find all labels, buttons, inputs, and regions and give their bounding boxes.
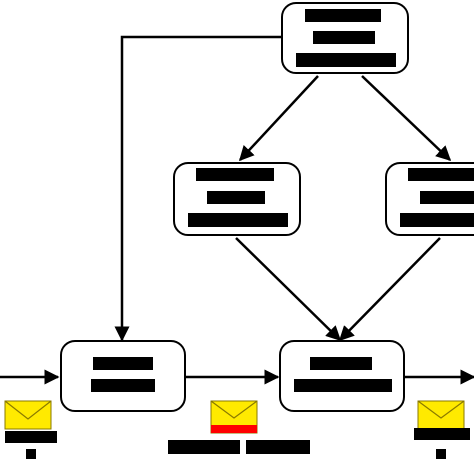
mid-right-node-label-redaction-3: [400, 213, 474, 227]
message-left-label-redaction: [5, 431, 57, 443]
top-node-label-redaction-2: [313, 31, 375, 44]
bottom-left-node-label-redaction-2: [91, 379, 155, 392]
message-right: [414, 400, 470, 459]
message-right-label-redaction-2: [436, 449, 446, 459]
edge-mid-left-to-bottom-right: [235, 237, 342, 342]
top-node: [281, 2, 409, 74]
envelope-icon: [4, 400, 52, 430]
envelope-icon: [417, 400, 465, 430]
bottom-right-node-label-redaction-2: [294, 379, 392, 392]
alert-band: [211, 425, 257, 433]
mid-left-node-label-redaction-3: [188, 213, 288, 227]
mid-left-node: [173, 162, 301, 236]
message-middle-label-redaction: [168, 440, 240, 454]
message-left-label-redaction-2: [26, 449, 36, 459]
top-node-label-redaction: [305, 9, 381, 22]
mid-left-node-label-redaction: [196, 168, 274, 181]
bottom-right-node: [279, 340, 405, 412]
edge-top-to-mid-left: [238, 75, 319, 162]
mid-right-node-label-redaction: [408, 168, 474, 181]
bottom-left-node: [60, 340, 186, 412]
message-left: [4, 400, 57, 459]
mid-right-node-label-redaction-2: [420, 191, 474, 204]
edge-mid-right-to-bottom-right: [338, 237, 441, 342]
mid-right-node: [385, 162, 474, 236]
bottom-left-node-label-redaction: [93, 357, 153, 370]
edge-top-to-mid-right: [361, 75, 452, 162]
top-node-label-redaction-3: [296, 53, 396, 67]
connectors: [0, 35, 474, 385]
message-right-label-redaction: [414, 428, 470, 440]
mid-left-node-label-redaction-2: [207, 191, 265, 204]
envelope-icon: [210, 400, 258, 434]
message-middle-label-redaction-2: [246, 440, 310, 454]
message-middle: [168, 400, 310, 454]
bottom-right-node-label-redaction: [310, 357, 372, 370]
edge-top-to-bottom-left: [114, 35, 282, 342]
